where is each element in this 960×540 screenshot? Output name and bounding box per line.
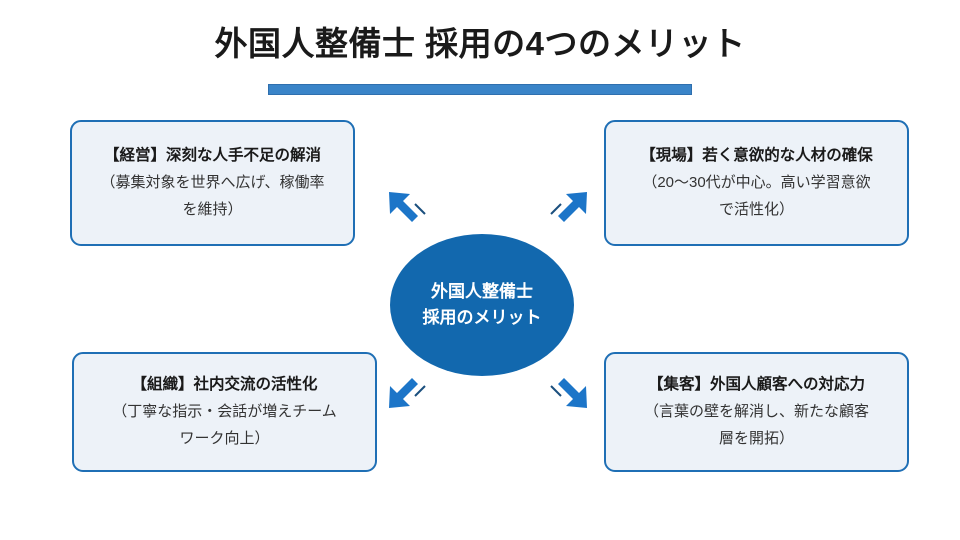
merit-subtext-line1: （言葉の壁を解消し、新たな顧客 bbox=[643, 403, 869, 420]
title-underline-bar bbox=[268, 84, 692, 95]
center-circle: 外国人整備士 採用のメリット bbox=[390, 234, 574, 376]
title-block: 外国人整備士 採用の4つのメリット bbox=[0, 22, 960, 66]
center-label-line2: 採用のメリット bbox=[422, 308, 542, 327]
merit-subtext-line2: を維持） bbox=[182, 201, 243, 218]
merit-subtext-line2: 層を開拓） bbox=[718, 430, 794, 447]
merit-heading: 【経営】深刻な人手不足の解消 bbox=[103, 147, 321, 164]
merit-box-bottom-right[interactable]: 【集客】外国人顧客への対応力 （言葉の壁を解消し、新たな顧客 層を開拓） bbox=[604, 352, 909, 472]
merit-subtext-line1: （丁寧な指示・会話が増えチーム bbox=[112, 403, 337, 420]
arrow-up-left-icon bbox=[385, 188, 431, 234]
merit-subtext-line1: （募集対象を世界へ広げ、稼働率 bbox=[100, 174, 325, 191]
merit-subtext-line1: （20〜30代が中心。高い学習意欲 bbox=[642, 174, 871, 191]
merit-subtext-line2: で活性化） bbox=[718, 201, 794, 218]
merit-box-top-right[interactable]: 【現場】若く意欲的な人材の確保 （20〜30代が中心。高い学習意欲 で活性化） bbox=[604, 120, 909, 246]
merit-heading: 【組織】社内交流の活性化 bbox=[131, 376, 318, 393]
page-title: 外国人整備士 採用の4つのメリット bbox=[214, 25, 746, 62]
merit-heading: 【集客】外国人顧客への対応力 bbox=[647, 376, 865, 393]
arrow-down-right-icon bbox=[545, 366, 591, 412]
merit-box-bottom-left[interactable]: 【組織】社内交流の活性化 （丁寧な指示・会話が増えチーム ワーク向上） bbox=[72, 352, 377, 472]
merit-heading: 【現場】若く意欲的な人材の確保 bbox=[640, 147, 873, 164]
center-label-line1: 外国人整備士 bbox=[431, 282, 533, 301]
merit-box-top-left[interactable]: 【経営】深刻な人手不足の解消 （募集対象を世界へ広げ、稼働率 を維持） bbox=[70, 120, 355, 246]
merit-subtext-line2: ワーク向上） bbox=[179, 430, 270, 447]
arrow-up-right-icon bbox=[545, 188, 591, 234]
arrow-down-left-icon bbox=[385, 366, 431, 412]
